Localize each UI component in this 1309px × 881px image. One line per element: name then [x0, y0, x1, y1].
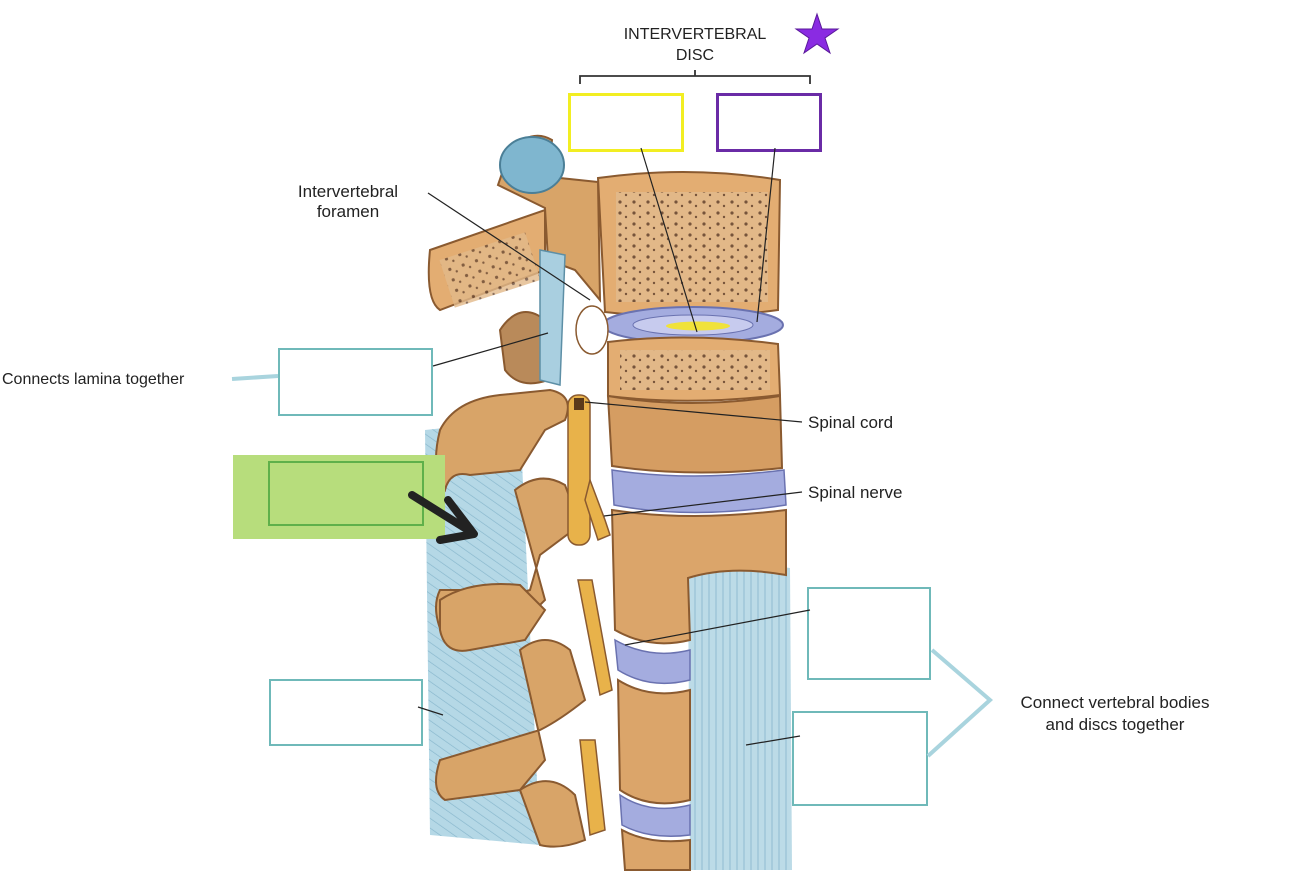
disc-title-line1: INTERVERTEBRAL [623, 26, 767, 43]
answer-box-ligamentum[interactable] [268, 461, 424, 526]
foramen-label-line1: Intervertebral [297, 182, 399, 201]
foramen-label: Intervertebral foramen [278, 182, 418, 222]
answer-box-posterior-longitudinal[interactable] [807, 587, 931, 680]
arrow-icon [408, 491, 478, 544]
spinous-processes [435, 388, 587, 848]
disc-bracket [579, 70, 811, 84]
spinal-cord [567, 394, 613, 837]
disc-title: INTERVERTEBRAL DISC [600, 24, 790, 66]
answer-box-annulus[interactable] [716, 93, 822, 152]
lower-vertebral-bodies [610, 508, 787, 871]
disc-title-line2: DISC [675, 47, 715, 64]
second-vertebral-body [606, 336, 784, 474]
foramen-label-line2: foramen [316, 202, 380, 221]
lamina-note: Connects lamina together [2, 371, 185, 388]
intervertebral-disc [602, 306, 784, 344]
answer-box-anterior-longitudinal[interactable] [792, 711, 928, 806]
upper-vertebral-body [596, 170, 782, 318]
spinal-nerve-label: Spinal nerve [808, 483, 903, 502]
bodies-note: Connect vertebral bodies and discs toget… [995, 692, 1235, 736]
star-icon [794, 12, 840, 55]
bodies-note-line1: Connect vertebral bodies [1020, 693, 1210, 712]
lower-disc [611, 469, 787, 514]
answer-box-supraspinous[interactable] [269, 679, 423, 746]
answer-box-lamina[interactable] [278, 348, 433, 416]
anterior-longitudinal-ligament [688, 565, 792, 870]
spinal-cord-label: Spinal cord [808, 413, 894, 432]
answer-box-nucleus[interactable] [568, 93, 684, 152]
bodies-note-line2: and discs together [1045, 715, 1185, 734]
